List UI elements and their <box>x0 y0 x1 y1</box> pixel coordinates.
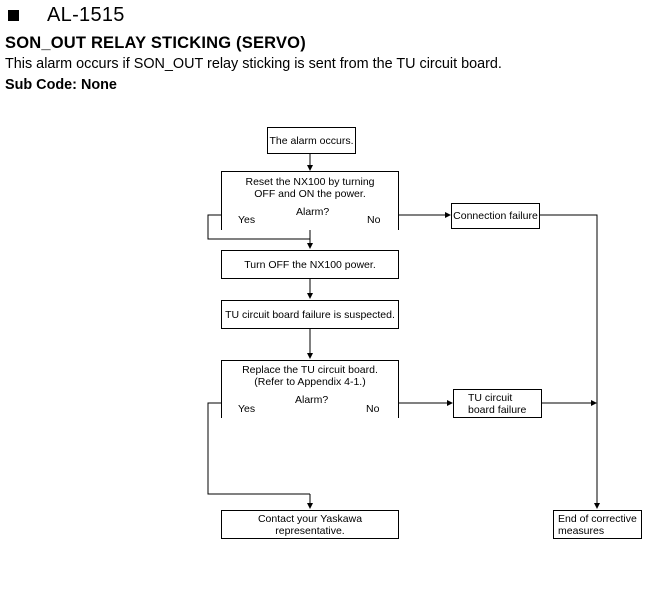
square-bullet-icon <box>8 9 19 21</box>
decision2-yes-path <box>207 402 310 495</box>
tu-failure-line1: TU circuit <box>468 391 513 404</box>
contact-text: Contact your Yaskawa representative. <box>257 512 363 537</box>
decision2-question: Alarm? <box>295 394 329 406</box>
decision2-no-label: No <box>366 403 380 415</box>
contact-box: Contact your Yaskawa representative. <box>221 510 399 539</box>
turn-off-text: Turn OFF the NX100 power. <box>244 258 376 271</box>
suspected-box: TU circuit board failure is suspected. <box>221 300 399 329</box>
end-line1: End of corrective <box>558 512 637 525</box>
decision1-question: Alarm? <box>296 206 330 218</box>
end-box: End of corrective measures <box>553 510 642 539</box>
suspected-text: TU circuit board failure is suspected. <box>225 308 395 321</box>
turn-off-box: Turn OFF the NX100 power. <box>221 250 399 279</box>
sub-code: Sub Code: None <box>5 77 117 93</box>
connection-failure-text: Connection failure <box>453 210 538 222</box>
start-text: The alarm occurs. <box>269 134 354 147</box>
connection-failure-box: Connection failure <box>451 203 540 229</box>
decision1-no-label: No <box>367 214 381 226</box>
tu-failure-box: TU circuit board failure <box>453 389 542 418</box>
decision2-yes-label: Yes <box>238 403 256 415</box>
replace-line1: Replace the TU circuit board. <box>242 364 378 376</box>
alarm-description: This alarm occurs if SON_OUT relay stick… <box>5 56 502 72</box>
decision1-yes-label: Yes <box>238 214 256 226</box>
replace-decision-box: Replace the TU circuit board. (Refer to … <box>221 360 399 418</box>
alarm-code-row: AL-1515 <box>8 2 125 28</box>
alarm-title: SON_OUT RELAY STICKING (SERVO) <box>5 34 306 52</box>
reset-line2: OFF and ON the power. <box>254 188 366 200</box>
alarm-code: AL-1515 <box>47 3 125 26</box>
decision1-yes-path <box>207 214 310 240</box>
replace-line2: (Refer to Appendix 4-1.) <box>254 376 366 388</box>
tu-failure-line2: board failure <box>468 403 527 416</box>
reset-line1: Reset the NX100 by turning <box>245 176 375 188</box>
reset-decision-box: Reset the NX100 by turning OFF and ON th… <box>221 171 399 230</box>
end-line2: measures <box>558 524 605 537</box>
right-rail-to-end <box>539 214 600 509</box>
start-box: The alarm occurs. <box>267 127 356 154</box>
